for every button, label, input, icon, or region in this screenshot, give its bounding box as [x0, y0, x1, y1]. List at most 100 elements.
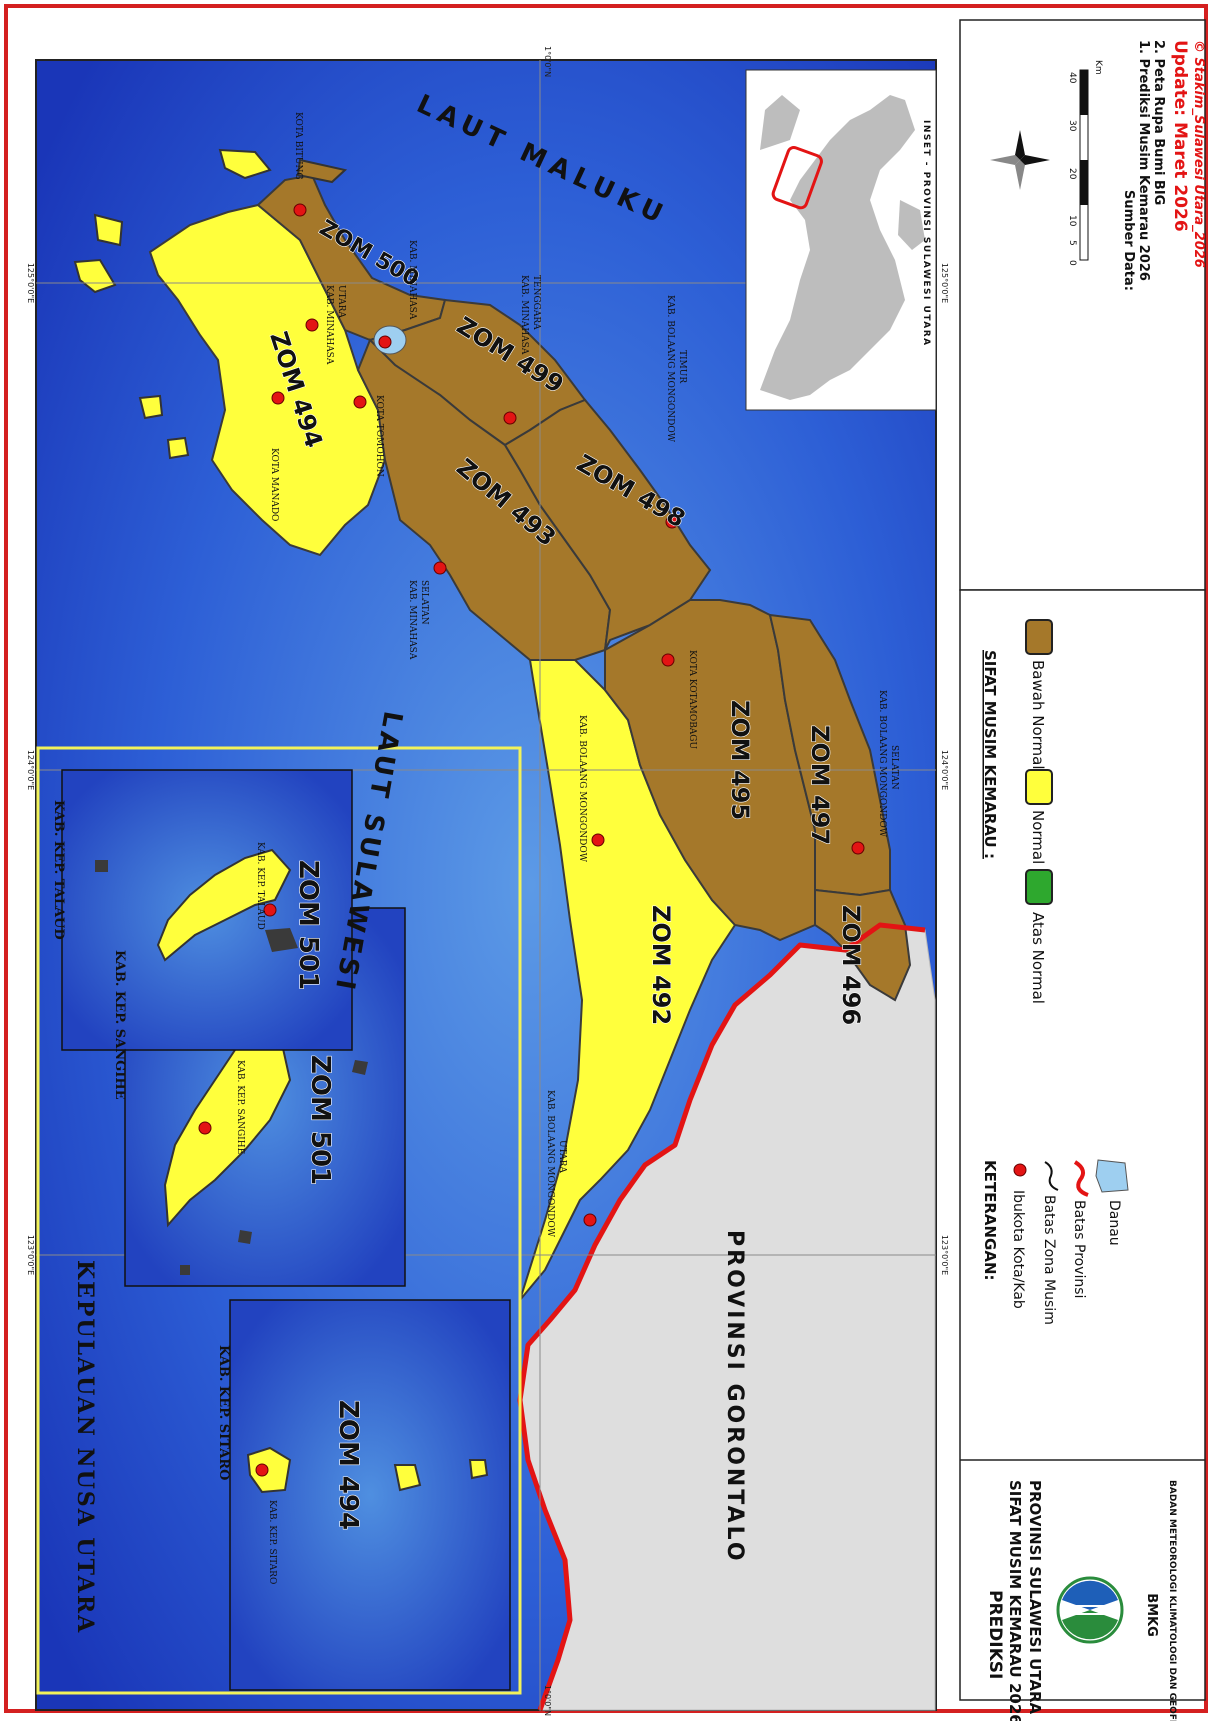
- place-label-minut-1: KAB. MINAHASA: [324, 285, 334, 365]
- capital-dot-mitra: [503, 411, 517, 425]
- main-map: 1°0'0"N 125°0'0"E 124°0'0"E 123°0'0"E 12…: [26, 46, 949, 1716]
- island-sangihe-small-b: [180, 1265, 190, 1275]
- capital-dot-talaud: [263, 903, 277, 917]
- scale-unit: Km: [1093, 60, 1103, 75]
- scale-tick-40: 40: [1067, 72, 1077, 84]
- capital-dot-boltim: [665, 515, 679, 529]
- island-biaro: [468, 1459, 489, 1480]
- legend-lake-icon: [1095, 1159, 1129, 1193]
- island-gangga: [73, 258, 117, 294]
- north-arrow-icon: [990, 130, 1050, 190]
- place-label-manado: KOTA MANADO: [269, 448, 279, 521]
- capital-dot-bitung: [293, 203, 307, 217]
- legend-zone-line-icon: [1044, 1161, 1059, 1191]
- island-bangka: [218, 148, 272, 180]
- capital-dot-bolmut: [583, 1213, 597, 1227]
- zom-label-sangihe: ZOM 501: [305, 1055, 335, 1185]
- place-label-mitra-1: KAB. MINAHASA: [519, 275, 529, 355]
- island-talise: [93, 213, 124, 247]
- legend-swatch-bawah-normal: [1025, 619, 1053, 655]
- place-label-bolmut-1: KAB. BOLAANG MONGONDOW: [545, 1090, 555, 1238]
- place-label-boltim-1: KAB. BOLAANG MONGONDOW: [665, 295, 675, 443]
- capital-dot-minahasa: [378, 335, 392, 349]
- right-top-panel: Sumber Data: 1. Prediksi Musim Kemarau 2…: [745, 19, 1206, 591]
- place-label-minsel-1: KAB. MINAHASA: [407, 580, 417, 660]
- sifat-title: SIFAT MUSIM KEMARAU :: [981, 650, 999, 859]
- island-siau: [246, 1446, 292, 1494]
- grid-label-bottom-1n: 1°0'0"N: [543, 1685, 552, 1716]
- keterangan-title: KETERANGAN:: [981, 1160, 999, 1281]
- inset-mini-map: INSET - PROVINSI SULAWESI UTARA: [745, 69, 937, 411]
- sitaro-capital-label: KAB. KEP. SITARO: [267, 1500, 277, 1584]
- zom-label-495: ZOM 495: [726, 700, 754, 820]
- capital-dot-minut: [305, 318, 319, 332]
- place-label-tomohon: KOTA TOMOHON: [374, 395, 384, 477]
- zom-label-talaud: ZOM 501: [293, 860, 323, 990]
- panel-sitaro: [229, 1299, 511, 1691]
- place-label-minahasa: KAB. MINAHASA: [407, 240, 417, 320]
- capital-dot-manado: [271, 391, 285, 405]
- island-karakelang: [156, 848, 292, 962]
- talaud-capital-label: KAB. KEP. TALAUD: [255, 842, 265, 930]
- inset-map-label: INSET - PROVINSI SULAWESI UTARA: [921, 120, 931, 347]
- capital-dot-sitaro: [255, 1463, 269, 1477]
- title-line-2: SIFAT MUSIM KEMARAU 2026: [1006, 1480, 1024, 1721]
- sources-update: Update: Maret 2026: [1170, 40, 1190, 232]
- capital-dot-minsel: [433, 561, 447, 575]
- legend-capital-dot-icon: [1013, 1163, 1027, 1177]
- place-label-mitra-2: TENGGARA: [531, 275, 541, 330]
- place-label-bitung: KOTA BITUNG: [293, 112, 303, 180]
- place-label-bolsel-2: SELATAN: [889, 745, 899, 790]
- island-sangihe-small-a: [238, 1230, 252, 1244]
- bmkg-logo-text: BMKG: [1144, 1593, 1159, 1637]
- grid-label-left-124: 124°0'0"E: [26, 750, 35, 790]
- scale-tick-5: 5: [1067, 240, 1077, 246]
- bmkg-agency-name: BADAN METEOROLOGI KLIMATOLOGI DAN GEOFIS…: [1167, 1480, 1177, 1721]
- island-sangihe-small-c: [352, 1060, 368, 1075]
- scale-tick-0: 0: [1067, 260, 1077, 266]
- place-label-bolmut-2: UTARA: [557, 1140, 567, 1173]
- sitaro-title: KAB. KEP. SITARO: [216, 1345, 231, 1480]
- legend-box: [959, 589, 1206, 1701]
- legend-lake-label: Danau: [1106, 1200, 1122, 1246]
- kepulauan-box: [36, 746, 522, 1695]
- zom-label-496: ZOM 496: [837, 905, 865, 1025]
- place-label-boltim-2: TIMUR: [677, 350, 687, 383]
- talaud-title: KAB. KEP. TALAUD: [51, 800, 66, 940]
- map-border: [35, 59, 937, 1711]
- sources-credit: © Stakim_Sulawesi Utara_2026: [1191, 40, 1206, 268]
- sangihe-title: KAB. KEP. SANGIHE: [112, 950, 127, 1100]
- province-boundary: [517, 922, 926, 1711]
- scale-bar: 0 5 10 20 30 40 Km: [1067, 60, 1103, 266]
- place-label-bolmong: KAB. BOLAANG MONGONDOW: [577, 715, 587, 863]
- island-manado-tua: [138, 394, 164, 420]
- province-label-gorontalo: PROVINSI GORONTALO: [722, 1230, 747, 1564]
- place-label-bolsel-1: KAB. BOLAANG MONGONDOW: [877, 690, 887, 838]
- zom-label-sitaro: ZOM 494: [333, 1400, 363, 1530]
- panel-talaud: [61, 769, 353, 1051]
- sangihe-capital-label: KAB. KEP. SANGIHE: [235, 1060, 245, 1154]
- island-lembeh: [296, 158, 348, 184]
- title-line-1: PREDIKSI: [985, 1590, 1005, 1679]
- bmkg-logo-icon: [1056, 1576, 1124, 1644]
- sources-item-1: 1. Prediksi Musim Kemarau 2026: [1136, 40, 1151, 281]
- capital-dot-bolsel: [851, 841, 865, 855]
- grid-label-left-125: 125°0'0"E: [26, 263, 35, 303]
- legend-zone-line-label: Batas Zona Musim: [1041, 1195, 1057, 1325]
- legend-panel: KETERANGAN: Ibukota Kota/Kab Batas Zona …: [959, 589, 1206, 1721]
- capital-dot-tomohon: [353, 395, 367, 409]
- legend-province-line-label: Batas Provinsi: [1071, 1200, 1087, 1298]
- kepulauan-title: KEPULAUAN NUSA UTARA: [72, 1260, 98, 1634]
- island-salibabu: [265, 928, 298, 952]
- legend-swatch-atas-normal: [1025, 869, 1053, 905]
- sources-title: Sumber Data:: [1121, 190, 1136, 291]
- scale-tick-30: 30: [1067, 120, 1077, 132]
- scale-tick-10: 10: [1067, 215, 1077, 227]
- grid-label-top-125: 1°0'0"N: [543, 46, 552, 77]
- legend-label-atas-normal: Atas Normal: [1029, 912, 1047, 1004]
- island-tagulandang: [393, 1464, 422, 1492]
- zone-496-shape: [814, 888, 912, 1002]
- place-label-minsel-2: SELATAN: [419, 580, 429, 625]
- island-miangas: [95, 860, 108, 872]
